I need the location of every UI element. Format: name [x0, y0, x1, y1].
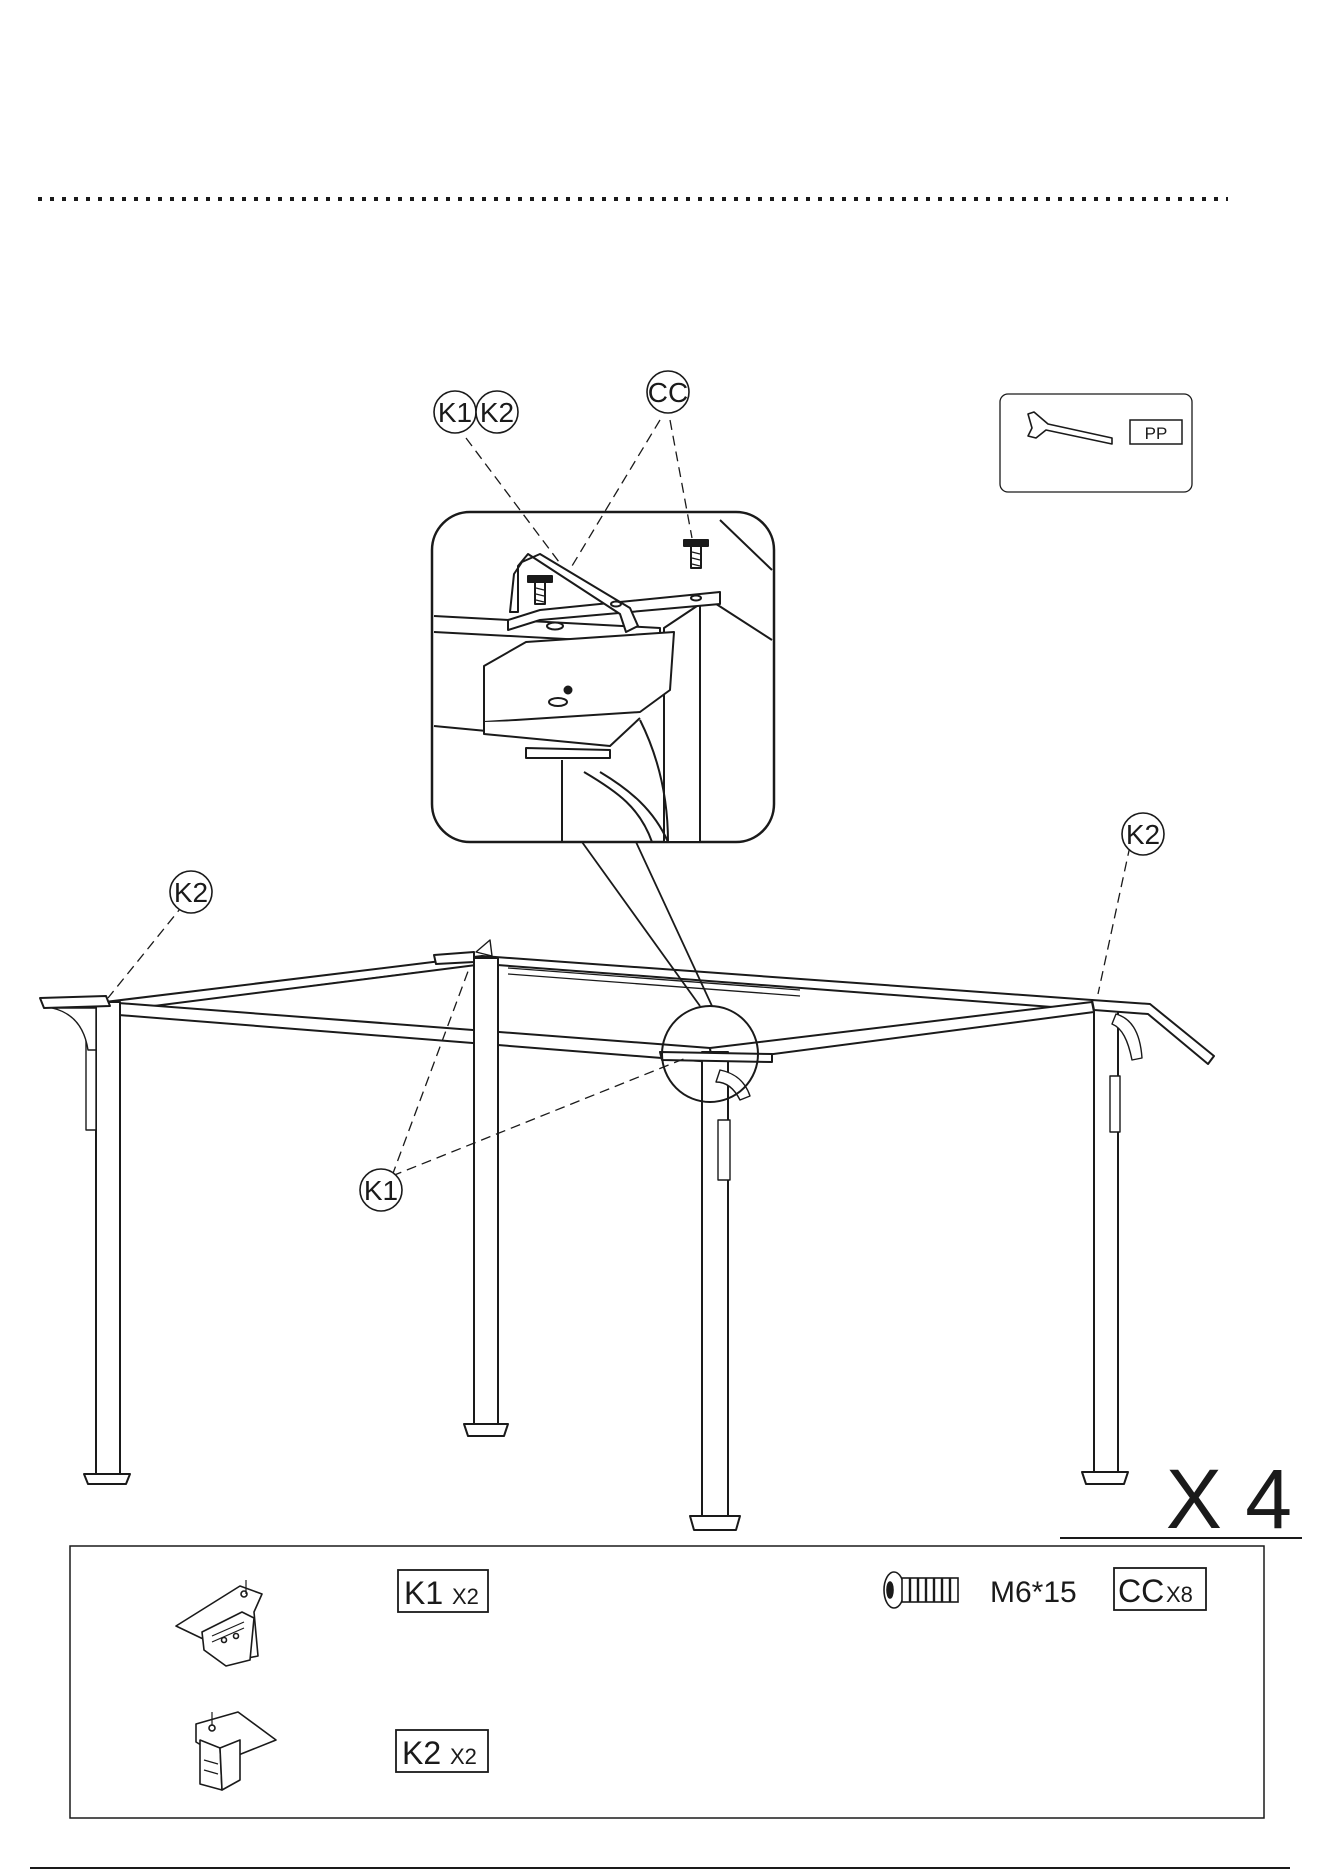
part-qty-k1: X2	[452, 1584, 479, 1609]
detail-inset	[432, 512, 774, 842]
part-qty-cc: X8	[1166, 1582, 1193, 1607]
part-qty-k2: X2	[450, 1744, 477, 1769]
tool-label-pp: PP	[1145, 424, 1168, 443]
part-code-cc: CC	[1118, 1573, 1164, 1609]
callout-cc-top: CC	[648, 377, 688, 408]
part-code-k2: K2	[402, 1735, 441, 1771]
callout-k1-bottom: K1	[364, 1175, 398, 1206]
gazebo-frame	[40, 940, 1214, 1530]
part-code-k1: K1	[404, 1575, 443, 1611]
tool-box: PP	[1000, 394, 1192, 492]
callout-k2-left: K2	[174, 877, 208, 908]
part-spec-cc: M6*15	[990, 1576, 1077, 1609]
callout-k2-top: K2	[480, 397, 514, 428]
callout-k2-right: K2	[1126, 819, 1160, 850]
parts-box	[70, 1546, 1264, 1818]
callout-k1-top: K1	[438, 397, 472, 428]
bolt-icon	[884, 1572, 958, 1608]
multiplier-label: X 4	[1166, 1452, 1292, 1546]
